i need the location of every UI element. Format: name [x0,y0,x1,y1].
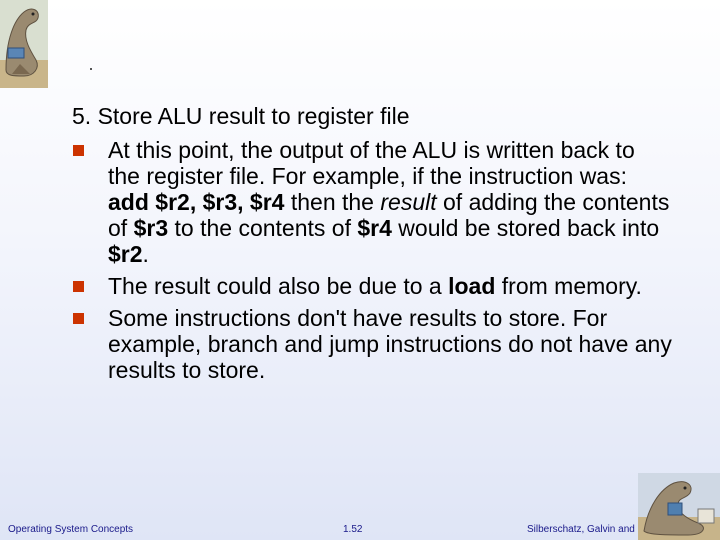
bullet-text: At this point, the output of the ALU is … [108,137,670,267]
bullet-text: The result could also be due to a load f… [108,273,642,299]
bullet-square-icon [73,313,84,324]
slide-heading: 5. Store ALU result to register file [72,103,410,129]
bullet-square-icon [73,145,84,156]
dinosaur-logo-icon [638,473,720,540]
bullet-text: Some instructions don't have results to … [108,305,672,383]
footer-slide-number: 1.52 [343,524,363,535]
dinosaur-logo-icon [0,0,48,88]
bullet-list: At this point, the output of the ALU is … [72,137,672,383]
bullet-item: Some instructions don't have results to … [72,305,672,383]
footer-authors: Silberschatz, Galvin and Gagne ©2005 [527,524,701,535]
bullet-item: The result could also be due to a load f… [72,273,672,299]
decorative-dot [90,68,92,70]
slide-content: 5. Store ALU result to register file At … [72,101,672,383]
bullet-square-icon [73,281,84,292]
bullet-item: At this point, the output of the ALU is … [72,137,672,267]
footer-book-title: Operating System Concepts [8,524,134,535]
